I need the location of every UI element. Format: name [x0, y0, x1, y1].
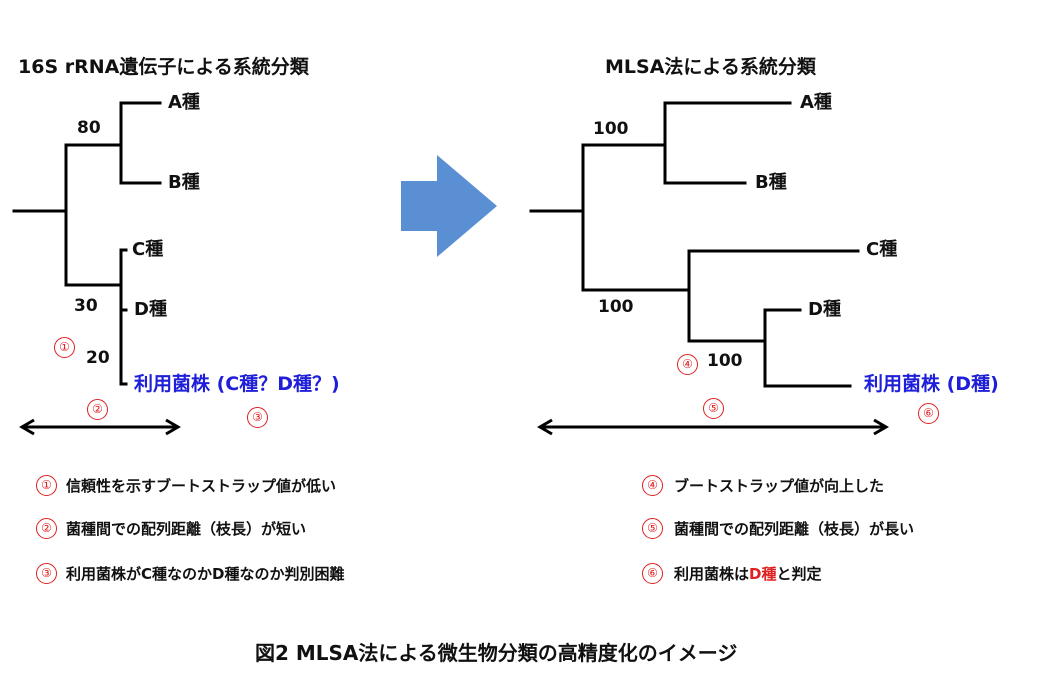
right-tree — [529, 101, 860, 388]
marker-4: ④ — [677, 354, 698, 375]
right-taxon-d: D種 — [808, 299, 841, 320]
legend-marker-2: ② — [36, 518, 57, 539]
legend-text-2: 菌種間での配列距離（枝長）が短い — [66, 520, 307, 538]
left-bootstrap-strain: 20 — [86, 348, 110, 368]
legend-text-6: 利用菌株はD種と判定 — [674, 567, 821, 582]
marker-3: ③ — [247, 407, 268, 428]
left-distance-arrow — [19, 418, 181, 436]
legend-text-4: ブートストラップ値が向上した — [674, 477, 885, 495]
marker-2: ② — [87, 399, 108, 420]
legend-text-1: 信頼性を示すブートストラップ値が低い — [66, 477, 337, 495]
legend-text-3: 利用菌株がC種なのかD種なのか判別困難 — [66, 565, 345, 583]
left-bootstrap-ab: 80 — [77, 118, 101, 138]
left-tree — [12, 101, 162, 386]
legend-marker-6: ⑥ — [642, 563, 663, 584]
legend-marker-5: ⑤ — [642, 518, 663, 539]
legend-text-5: 菌種間での配列距離（枝長）が長い — [674, 520, 915, 538]
right-taxon-c: C種 — [866, 239, 898, 260]
legend-text-6-after: と判定 — [776, 565, 822, 583]
legend-text-6-highlight: D種 — [749, 565, 777, 583]
marker-5: ⑤ — [703, 398, 724, 419]
right-bootstrap-strain: 100 — [707, 351, 743, 371]
legend-text-6-before: 利用菌株は — [674, 565, 750, 583]
marker-6: ⑥ — [918, 403, 939, 424]
right-bootstrap-cd: 100 — [598, 297, 634, 317]
left-taxon-a: A種 — [168, 92, 200, 113]
marker-1: ① — [54, 337, 75, 358]
right-title: MLSA法による系統分類 — [605, 56, 816, 78]
transition-arrow — [401, 155, 497, 257]
left-bootstrap-cd: 30 — [74, 296, 98, 316]
legend-marker-3: ③ — [36, 563, 57, 584]
right-bootstrap-ab: 100 — [593, 119, 629, 139]
left-taxon-b: B種 — [168, 172, 200, 193]
right-distance-arrow — [537, 418, 889, 436]
right-taxon-b: B種 — [755, 172, 787, 193]
figure-caption: 図2 MLSA法による微生物分類の高精度化のイメージ — [255, 641, 738, 665]
legend-marker-4: ④ — [642, 475, 663, 496]
right-strain-label: 利用菌株 (D種) — [864, 373, 999, 395]
left-strain-label: 利用菌株 (C種？D種？) — [134, 373, 340, 395]
legend-marker-1: ① — [36, 475, 57, 496]
left-title: 16S rRNA遺伝子による系統分類 — [18, 56, 309, 78]
left-taxon-d: D種 — [134, 299, 167, 320]
left-taxon-c: C種 — [132, 239, 164, 260]
right-taxon-a: A種 — [800, 92, 832, 113]
